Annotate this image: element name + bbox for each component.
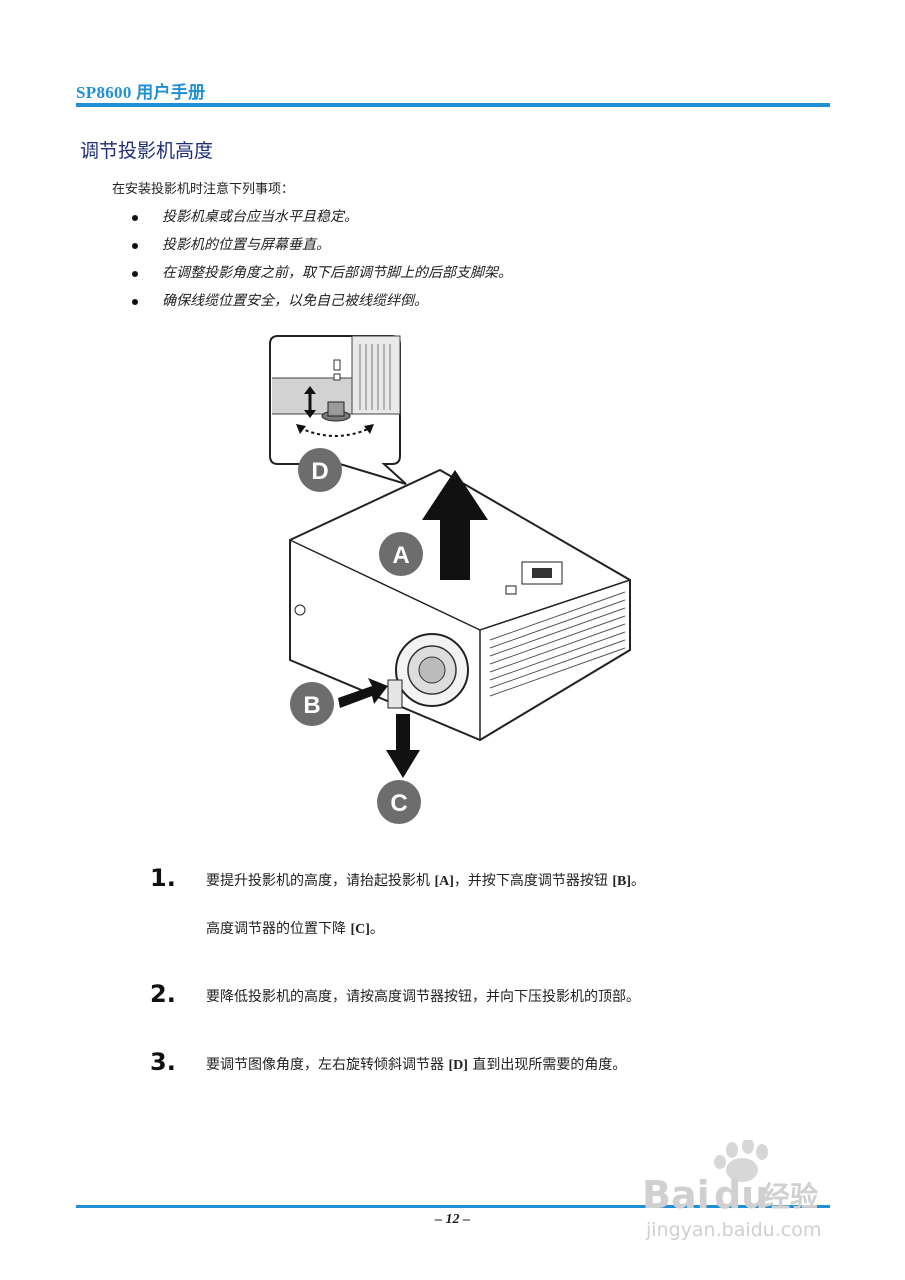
- step-text-part: 。: [369, 921, 384, 937]
- svg-text:du: du: [714, 1173, 768, 1217]
- list-item: 在调整投影角度之前，取下后部调节脚上的后部支脚架。: [128, 262, 512, 290]
- step-text-part: 要调节图像角度，左右旋转倾斜调节器: [206, 1057, 449, 1073]
- callout-ref: [B]: [612, 874, 632, 889]
- callout-d: D: [298, 448, 342, 492]
- down-arrow-icon: [386, 714, 420, 778]
- bullet-icon: [132, 243, 138, 249]
- list-item: 投影机桌或台应当水平且稳定。: [128, 206, 512, 234]
- push-arrow-icon: [338, 678, 388, 708]
- step-text-part: 高度调节器的位置下降: [206, 921, 351, 937]
- bullet-text: 投影机的位置与屏幕垂直。: [162, 237, 330, 253]
- projector-illustration: D A B C: [269, 335, 631, 824]
- bullet-text: 确保线缆位置安全，以免自己被线缆绊倒。: [162, 293, 428, 309]
- header-rule: [76, 103, 830, 107]
- inset-bubble: [269, 335, 407, 485]
- bullet-text: 投影机桌或台应当水平且稳定。: [162, 209, 358, 225]
- callout-b: B: [290, 682, 334, 726]
- svg-text:jingyan.baidu.com: jingyan.baidu.com: [645, 1219, 821, 1241]
- bullet-text: 在调整投影角度之前，取下后部调节脚上的后部支脚架。: [162, 265, 512, 281]
- step-number: 1.: [150, 864, 176, 892]
- list-item: 投影机的位置与屏幕垂直。: [128, 234, 512, 262]
- list-item: 确保线缆位置安全，以免自己被线缆绊倒。: [128, 290, 512, 318]
- svg-text:C: C: [390, 790, 407, 817]
- step-1-text: 要提升投影机的高度，请抬起投影机 [A]，并按下高度调节器按钮 [B]。: [206, 870, 645, 890]
- up-arrow-icon: [422, 470, 488, 580]
- step-number: 2.: [150, 980, 176, 1008]
- step-text-part: 要提升投影机的高度，请抬起投影机: [206, 873, 435, 889]
- callout-ref: [C]: [350, 922, 370, 937]
- svg-text:B: B: [303, 692, 320, 719]
- rotation-arrow-icon: [299, 427, 371, 437]
- bullet-icon: [132, 271, 138, 277]
- projector-icon: [289, 468, 631, 742]
- bullet-icon: [132, 299, 138, 305]
- svg-text:Bai: Bai: [642, 1173, 710, 1217]
- baidu-watermark-icon: Bai du 经验 jingyan.baidu.com: [642, 1140, 821, 1241]
- step-3-text: 要调节图像角度，左右旋转倾斜调节器 [D] 直到出现所需要的角度。: [206, 1054, 626, 1074]
- step-text-part: 。: [631, 873, 646, 889]
- callout-ref: [D]: [448, 1058, 468, 1073]
- step-2-text: 要降低投影机的高度，请按高度调节器按钮，并向下压投影机的顶部。: [206, 989, 640, 1005]
- svg-text:经验: 经验: [762, 1180, 818, 1213]
- step-number: 3.: [150, 1048, 176, 1076]
- page-number: – 12 –: [435, 1212, 470, 1227]
- callout-ref: [A]: [434, 874, 454, 889]
- svg-text:D: D: [311, 458, 328, 485]
- step-1-text-line2: 高度调节器的位置下降 [C]。: [206, 918, 384, 938]
- section-title: 调节投影机高度: [80, 140, 214, 162]
- callout-a: A: [379, 532, 423, 576]
- intro-text: 在安装投影机时注意下列事项：: [112, 182, 295, 197]
- precautions-list: 投影机桌或台应当水平且稳定。 投影机的位置与屏幕垂直。 在调整投影角度之前，取下…: [128, 206, 512, 318]
- callout-c: C: [377, 780, 421, 824]
- footer-rule: [76, 1205, 830, 1208]
- step-text-part: ，并按下高度调节器按钮: [453, 873, 613, 889]
- bullet-icon: [132, 215, 138, 221]
- step-text-part: 直到出现所需要的角度。: [467, 1057, 627, 1073]
- header-title: SP8600 用户手册: [76, 83, 206, 102]
- svg-text:A: A: [392, 542, 409, 569]
